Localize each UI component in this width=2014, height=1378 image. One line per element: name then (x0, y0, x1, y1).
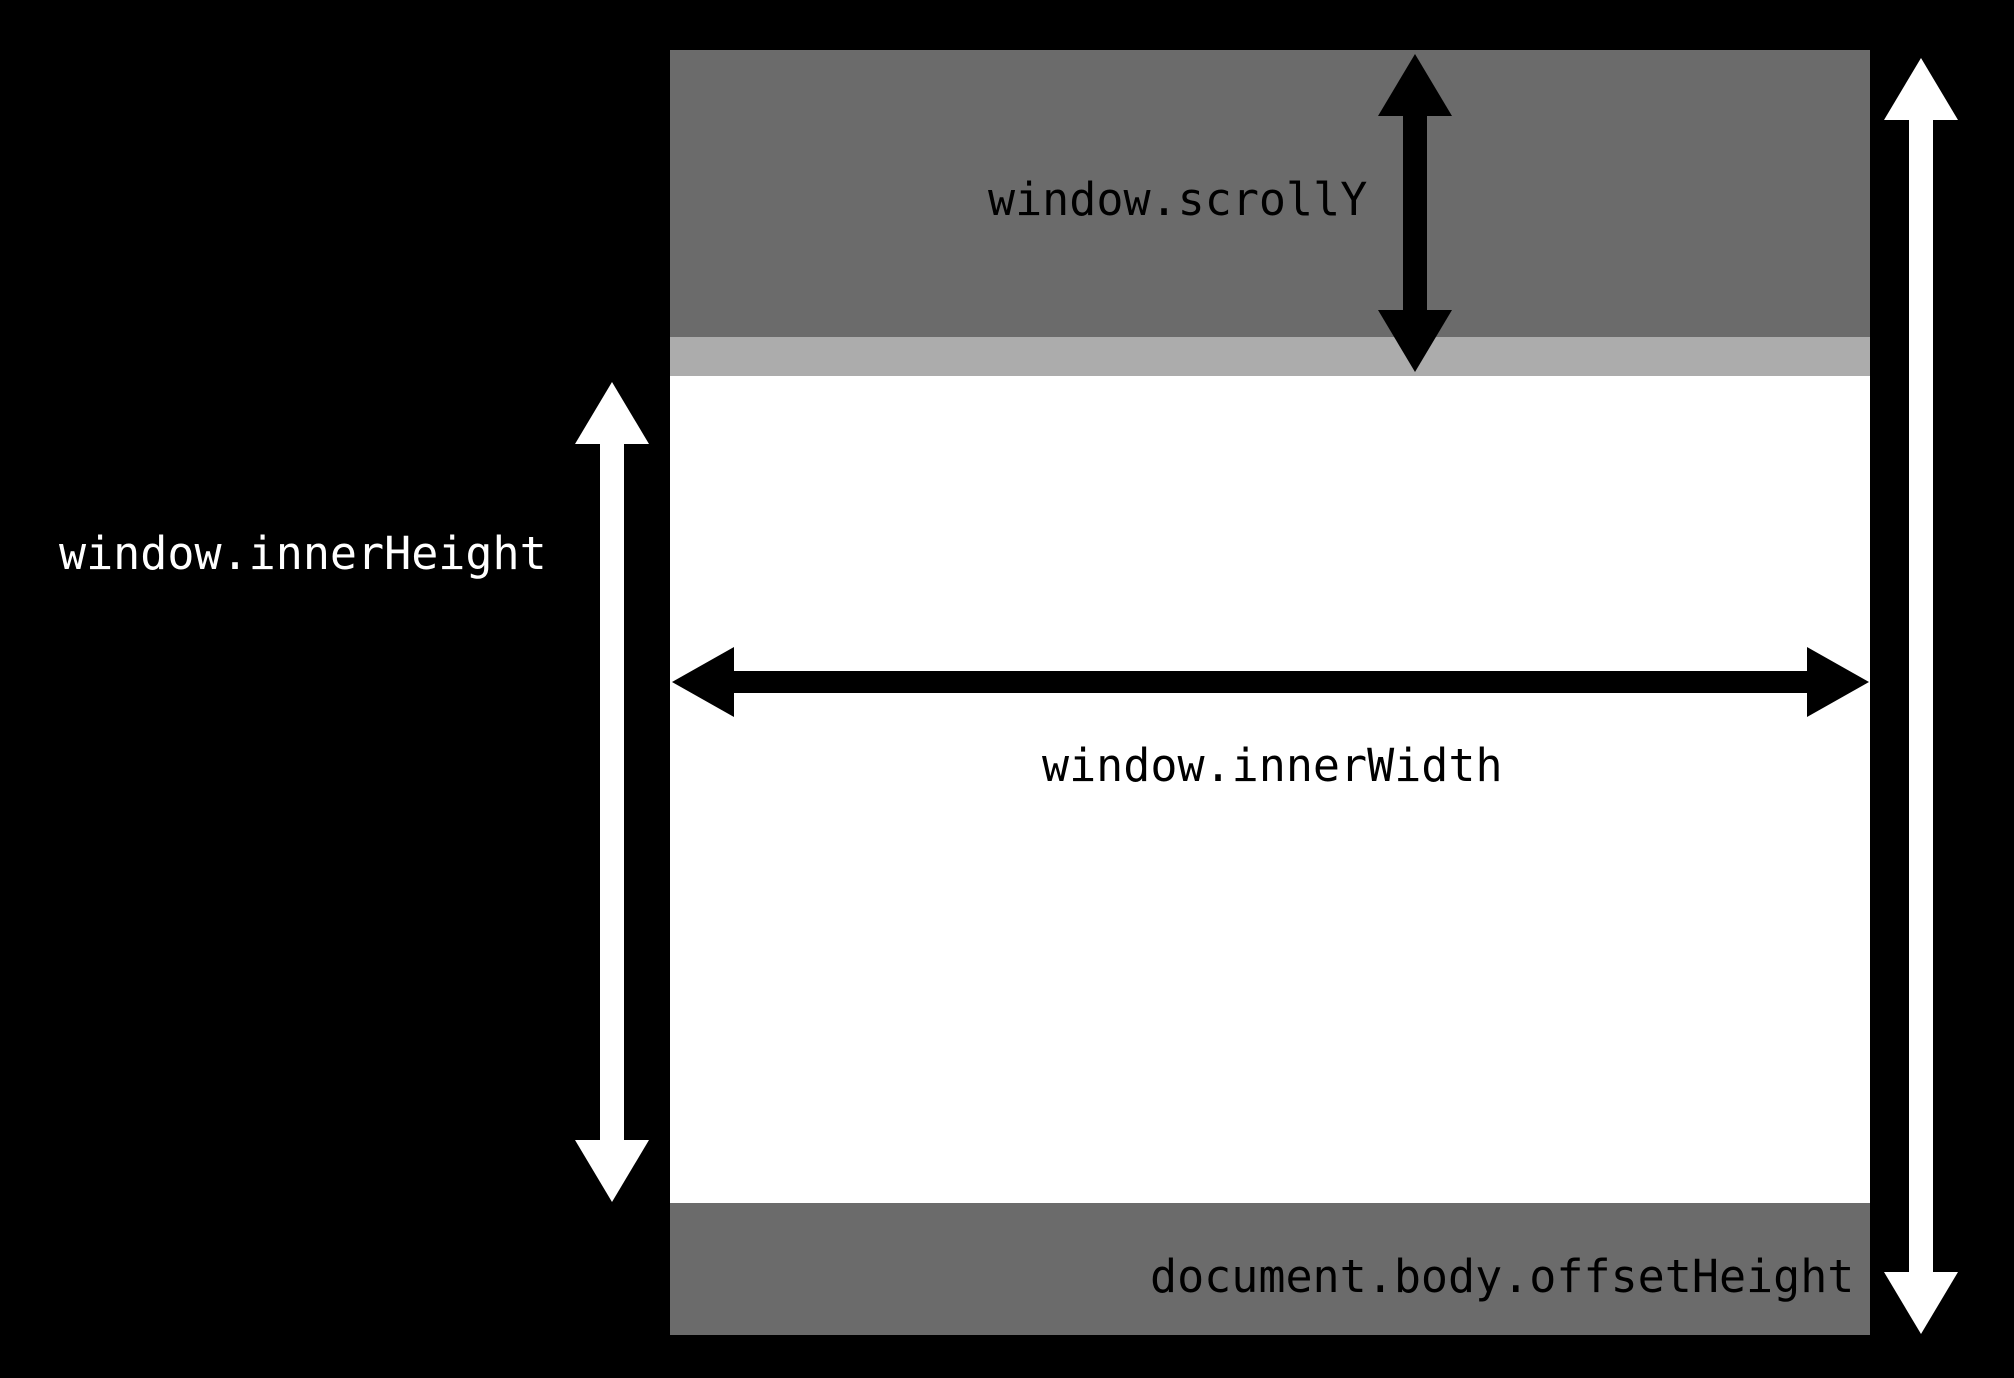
scroll-y-label: window.scrollY (988, 173, 1368, 226)
visible-viewport-region (670, 376, 1870, 1203)
document-page (670, 50, 1870, 1335)
inner-width-arrow-icon (672, 647, 1869, 717)
scroll-y-arrow-icon (1378, 54, 1452, 372)
scrolled-past-region (670, 50, 1870, 337)
viewport-top-strip (670, 337, 1870, 376)
below-viewport-region (670, 1203, 1870, 1335)
offset-height-label: document.body.offsetHeight (1150, 1250, 1855, 1303)
inner-height-arrow-icon (575, 382, 649, 1202)
inner-height-label: window.innerHeight (59, 527, 547, 580)
inner-width-label: window.innerWidth (1042, 739, 1503, 792)
document-height-arrow-icon (1884, 58, 1958, 1334)
